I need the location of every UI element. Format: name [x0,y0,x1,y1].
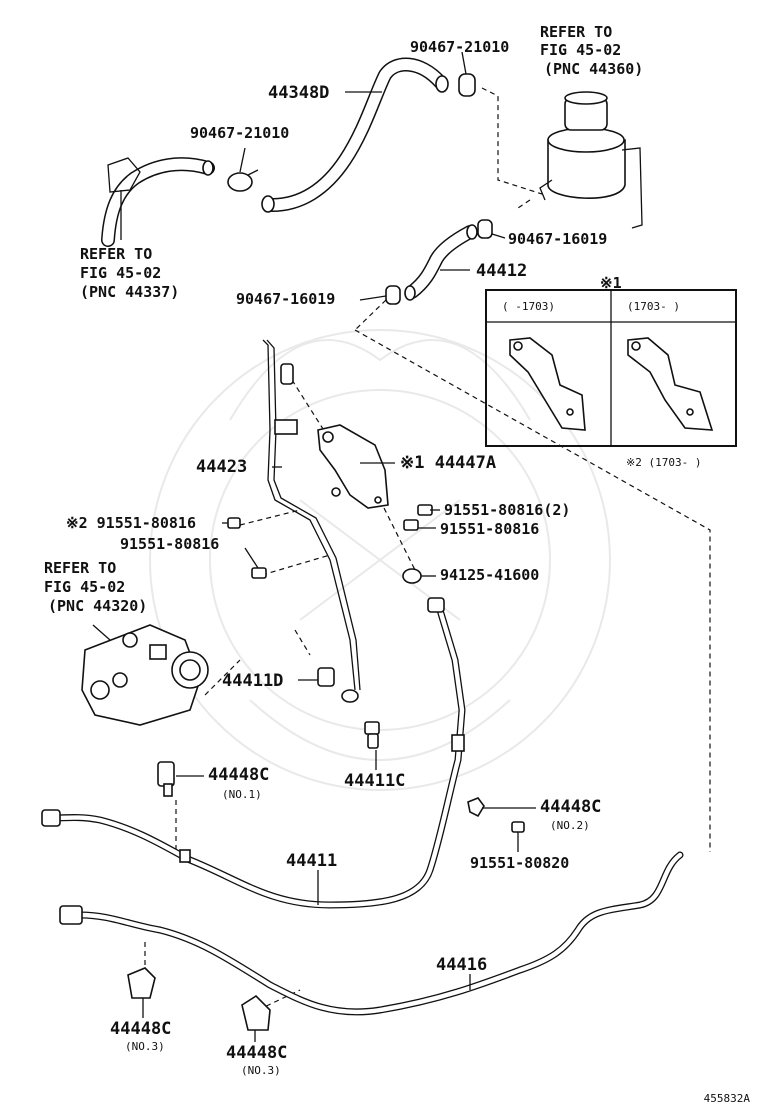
bolt-91551-80820[interactable] [511,821,525,833]
leader-lines [144,87,711,1011]
label-44411D[interactable]: 44411D [222,671,283,691]
note-no1: (NO.1) [222,788,262,801]
label-44448C-no3a[interactable]: 44448C [110,1019,171,1039]
hose-44412[interactable] [404,224,478,301]
reservoir-tank-ref-44360 [539,91,643,229]
label-44448C-no1[interactable]: 44448C [208,765,269,785]
label-90467-16019-a[interactable]: 90467-16019 [508,230,607,248]
ref-pump-line2: FIG 45-02 [44,578,125,596]
label-44448C-no3b[interactable]: 44448C [226,1043,287,1063]
clamp-90467-21010-top[interactable] [458,73,476,97]
ref-left-line1: REFER TO [80,245,152,263]
label-44411C[interactable]: 44411C [344,771,405,791]
clamp-44448C-no1[interactable] [157,761,175,797]
label-90467-21010-left[interactable]: 90467-21010 [190,124,289,142]
hose-44348D[interactable] [261,57,449,213]
bolt-91551-80816-2[interactable] [417,504,433,516]
footnote-x2: ※2 (1703- ) [626,456,701,469]
label-91551-80816-2[interactable]: 91551-80816(2) [444,501,570,519]
hose-ref-44337 [101,157,215,247]
ref-pump-line1: REFER TO [44,559,116,577]
note-no3b: (NO.3) [241,1064,281,1077]
clamp-44448C-no3b[interactable] [241,994,271,1031]
union-44411C[interactable] [364,721,380,749]
clamp-44448C-no3a[interactable] [127,967,156,999]
ref-left-line2: FIG 45-02 [80,264,161,282]
label-44423[interactable]: 44423 [196,457,247,477]
inset-bracket-variants [485,289,737,447]
label-91551-80820[interactable]: 91551-80820 [470,854,569,872]
note-no3a: (NO.3) [125,1040,165,1053]
clamp-90467-16019-a[interactable] [477,219,493,239]
label-44348D[interactable]: 44348D [268,83,329,103]
label-44412[interactable]: 44412 [476,261,527,281]
inset-col2-label: (1703- ) [627,300,680,313]
label-91551-80816-left-x2[interactable]: ※2 91551-80816 [66,514,196,532]
label-91551-80816-right[interactable]: 91551-80816 [440,520,539,538]
pressure-hose-44411[interactable] [41,597,466,909]
bolt-91551-80816-right[interactable] [403,519,419,531]
ref-pump-line3: (PNC 44320) [48,597,147,615]
union-44411D[interactable] [317,667,335,687]
inset-bracket-early [509,337,586,431]
label-leaders [92,51,536,1042]
bolt-91551-80816-left-x2[interactable] [227,517,241,529]
nut-94125-41600[interactable] [402,568,422,584]
label-91551-80816-left[interactable]: 91551-80816 [120,535,219,553]
clamp-90467-21010-left[interactable] [227,169,259,192]
clamp-90467-16019-b[interactable] [385,285,401,305]
inset-bracket-late [627,337,714,431]
label-44447A[interactable]: ※1 44447A [400,453,496,473]
inset-col1-label: ( -1703) [502,300,555,313]
label-90467-16019-b[interactable]: 90467-16019 [236,290,335,308]
label-94125-41600[interactable]: 94125-41600 [440,566,539,584]
label-90467-21010-top[interactable]: 90467-21010 [410,38,509,56]
ref-reservoir-line2: FIG 45-02 [540,41,621,59]
bracket-44447A[interactable] [317,424,389,509]
pipe-44423[interactable] [262,339,361,703]
clamp-44448C-no2[interactable] [467,797,485,818]
inset-marker: ※1 [600,274,622,292]
ref-reservoir-line3: (PNC 44360) [544,60,643,78]
ref-left-line3: (PNC 44337) [80,283,179,301]
note-no2: (NO.2) [550,819,590,832]
label-44448C-no2[interactable]: 44448C [540,797,601,817]
vane-pump-ref-44320 [81,624,209,726]
watermark-emblem [149,329,611,791]
label-44416[interactable]: 44416 [436,955,487,975]
return-pipe-44416[interactable] [59,851,684,1016]
bolt-91551-80816-left[interactable] [251,567,267,579]
label-44411[interactable]: 44411 [286,851,337,871]
diagram-id: 455832A [704,1092,751,1105]
ref-reservoir-line1: REFER TO [540,23,612,41]
